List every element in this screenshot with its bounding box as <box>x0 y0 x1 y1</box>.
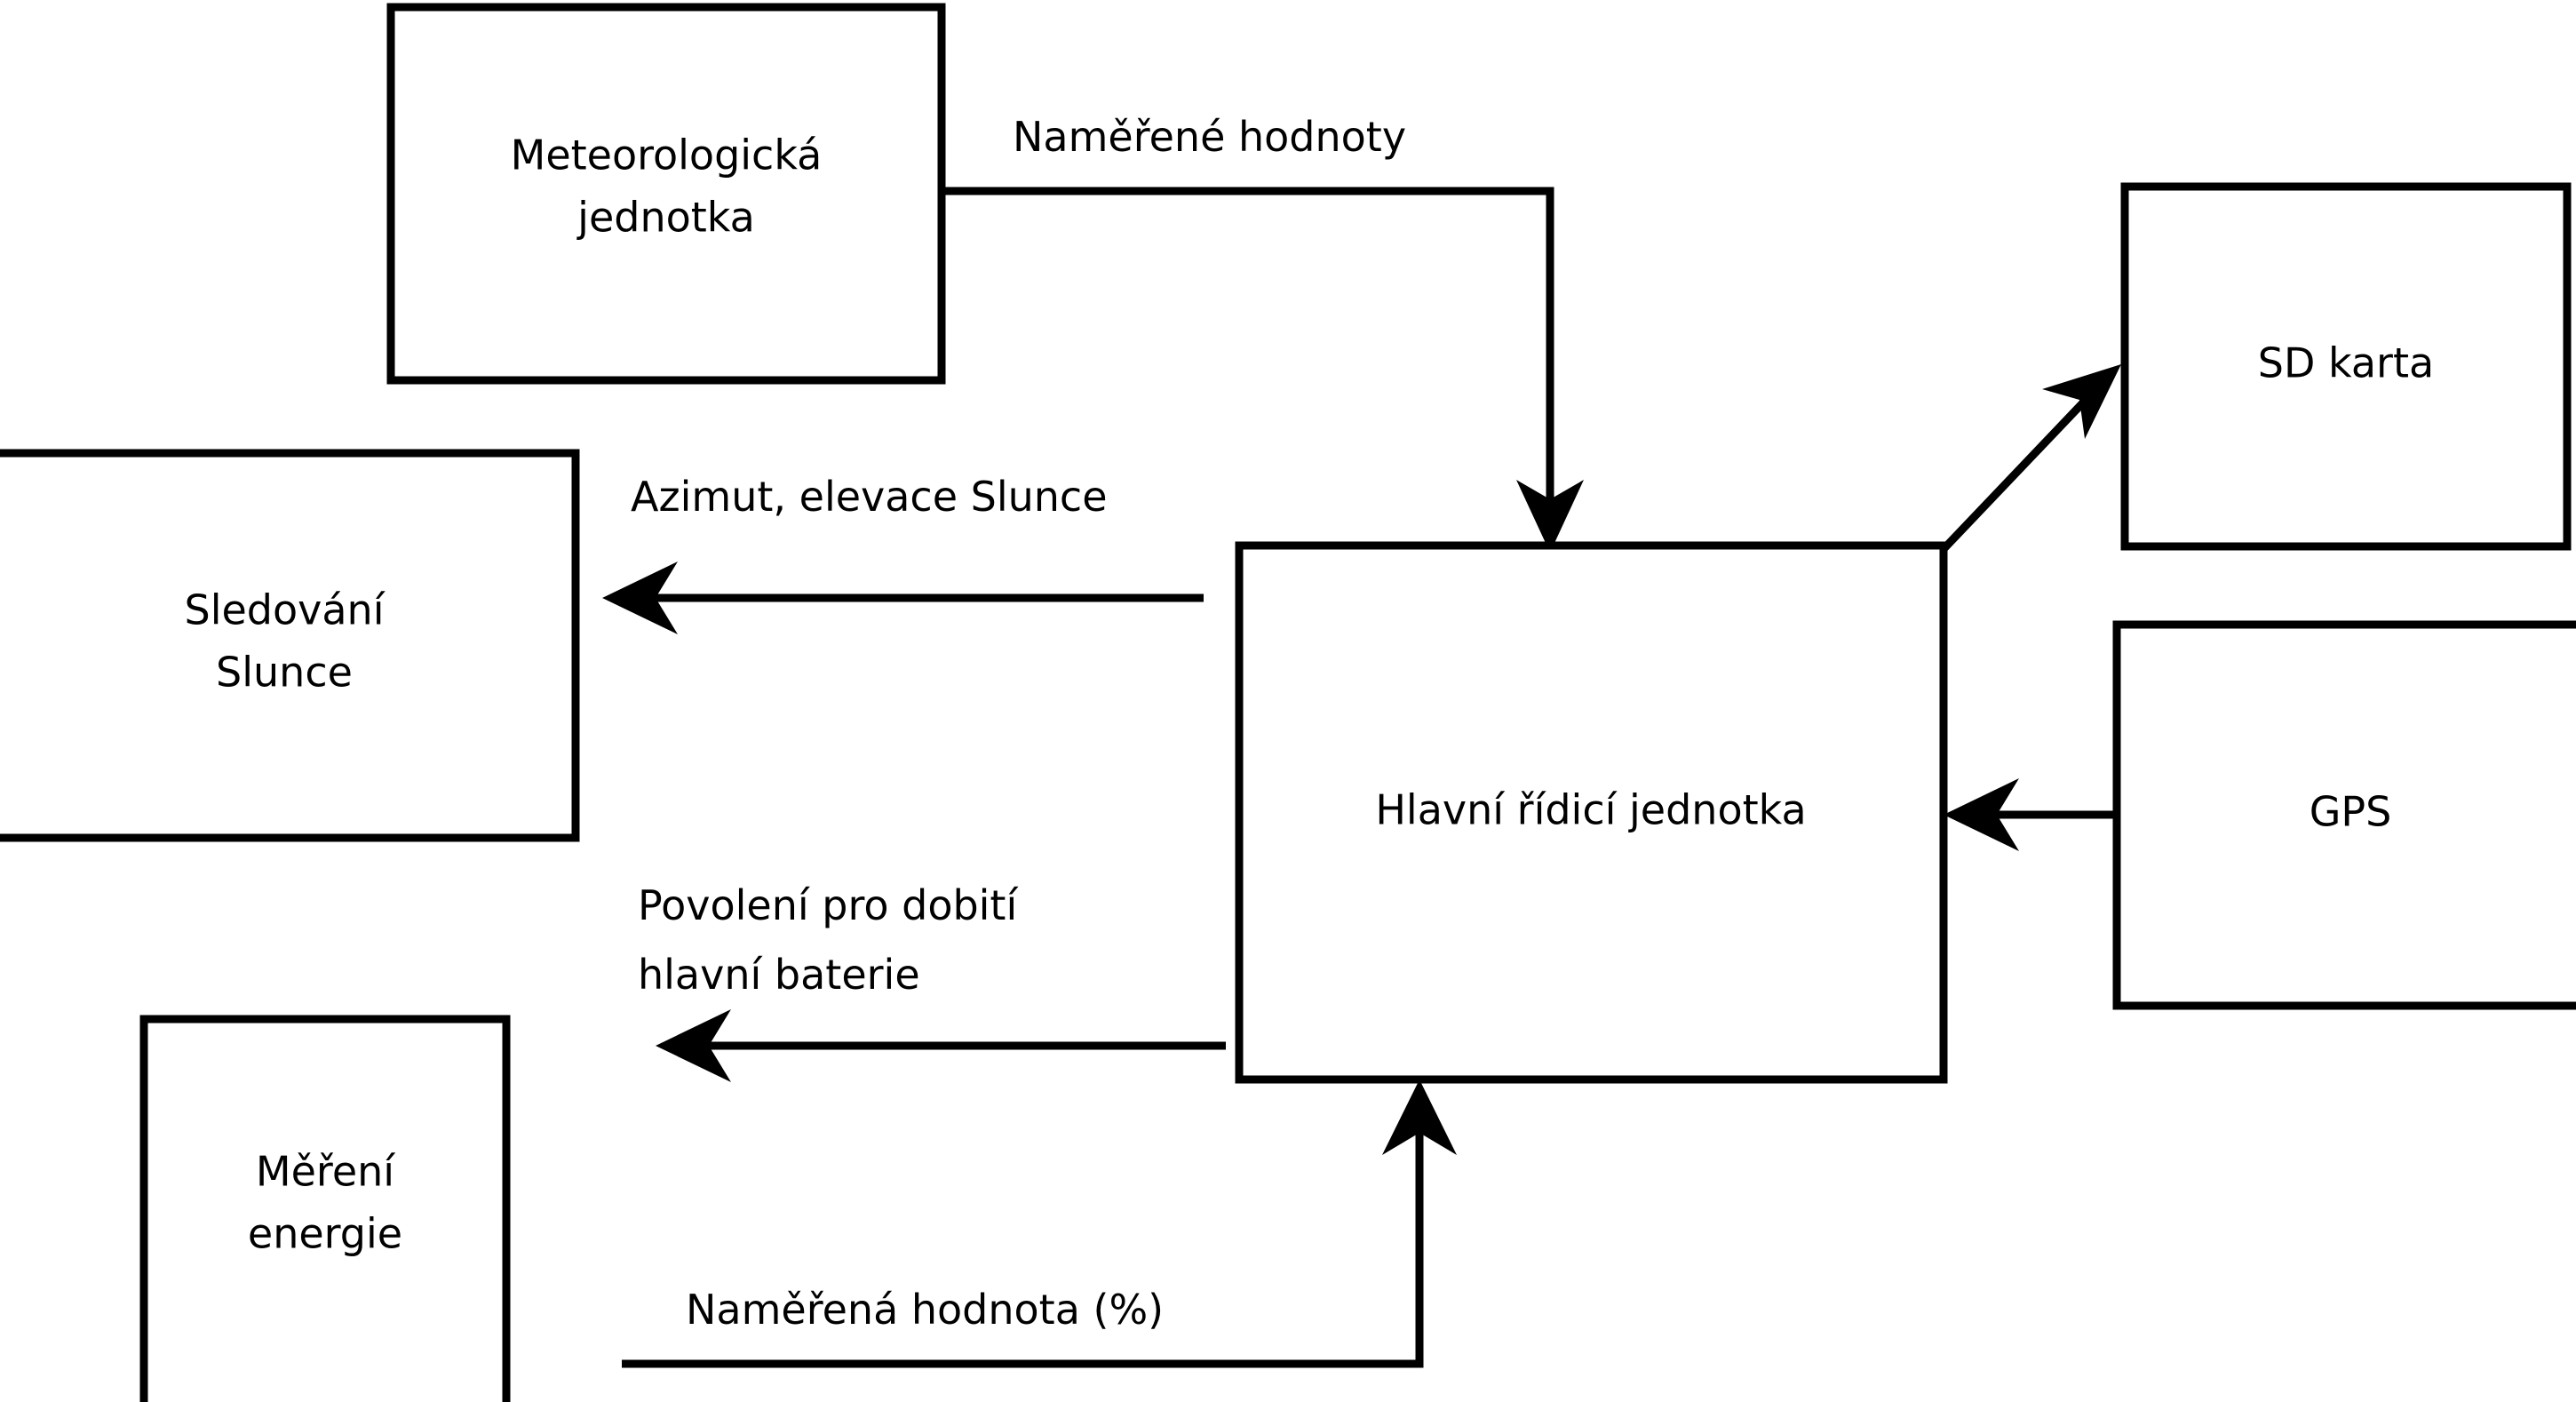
edge-label-namerene-hodnoty: Naměřené hodnoty <box>1013 113 1406 161</box>
node-hlavni-ridici-jednotka[interactable]: Hlavní řídicí jednotka <box>1235 541 1948 1084</box>
edge-meteo-to-main-line <box>942 187 1554 533</box>
node-sledovani-slunce-label-line1: Sledování <box>185 586 386 634</box>
edge-main-to-sd-line <box>1940 394 2091 553</box>
edge-energy-to-main-line <box>622 1119 1424 1368</box>
node-gps[interactable]: GPS <box>2112 620 2576 1010</box>
node-mereni-energie-label-line2: energie <box>248 1210 402 1258</box>
edge-label-povoleni-pro-dobiti-line1: Povolení pro dobití <box>638 881 1018 929</box>
node-hlavni-ridici-jednotka-label-line1: Hlavní řídicí jednotka <box>1375 786 1806 834</box>
edge-meteo-to-main <box>942 187 1584 553</box>
node-meteorologicka-jednotka-label-line1: Meteorologická <box>511 131 823 179</box>
node-mereni-energie-box[interactable] <box>139 1015 511 1402</box>
node-meteorologicka-jednotka-box[interactable] <box>386 3 946 385</box>
node-sledovani-slunce-label-line2: Slunce <box>216 649 353 697</box>
node-sd-karta-box[interactable] <box>2120 182 2572 551</box>
edge-gps-to-main <box>1944 778 2117 851</box>
edge-meteo-to-main-arrowhead <box>1516 480 1584 553</box>
edge-main-to-sd-arrowhead <box>2042 364 2121 439</box>
edge-energy-to-main <box>622 1079 1457 1368</box>
node-sledovani-slunce[interactable]: Sledování Slunce <box>0 449 580 842</box>
node-mereni-energie[interactable]: Měření energie <box>139 1015 511 1402</box>
edge-main-to-energy <box>656 1009 1226 1082</box>
node-sd-karta-label-line1: SD karta <box>2258 339 2434 387</box>
edge-main-to-sun-tracking-arrowhead <box>602 562 678 634</box>
edge-energy-to-main-arrowhead <box>1382 1079 1457 1155</box>
edge-main-to-sd <box>1940 364 2121 553</box>
node-mereni-energie-label-line1: Měření <box>256 1148 395 1196</box>
edge-label-namerena-hodnota-procenta: Naměřená hodnota (%) <box>686 1286 1164 1334</box>
edge-label-povoleni-pro-dobiti-line2: hlavní baterie <box>638 951 920 999</box>
node-meteorologicka-jednotka-label-line2: jednotka <box>576 194 755 242</box>
node-meteorologicka-jednotka[interactable]: Meteorologická jednotka <box>386 3 946 385</box>
edge-label-azimut-elevace-slunce: Azimut, elevace Slunce <box>631 473 1108 521</box>
node-sd-karta[interactable]: SD karta <box>2120 182 2572 551</box>
node-sledovani-slunce-box[interactable] <box>0 449 580 842</box>
node-hlavni-ridici-jednotka-box[interactable] <box>1235 541 1948 1084</box>
edge-main-to-energy-arrowhead <box>656 1009 731 1082</box>
edge-gps-to-main-arrowhead <box>1944 778 2019 851</box>
node-gps-box[interactable] <box>2112 620 2576 1010</box>
node-gps-label-line1: GPS <box>2310 788 2392 836</box>
edge-main-to-sun-tracking <box>602 562 1204 634</box>
